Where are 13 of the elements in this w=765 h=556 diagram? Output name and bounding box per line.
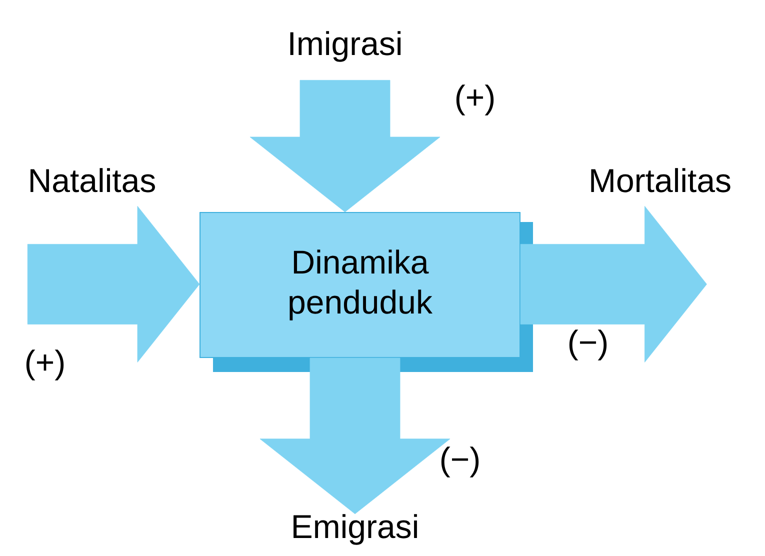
block-arrow — [520, 206, 707, 362]
edge-label: (−) — [441, 446, 479, 478]
label-text: Mortalitas — [591, 168, 730, 192]
process-box: Dinamika penduduk — [200, 212, 533, 372]
block-arrow — [260, 358, 450, 514]
block-arrow — [27, 206, 200, 362]
edge-label: (+) — [456, 84, 494, 116]
label-text: Natalitas — [30, 168, 155, 192]
edge-label: (−) — [569, 330, 607, 360]
block-arrow — [250, 80, 440, 212]
label-text: Emigrasi — [294, 514, 417, 545]
label-text: Imigrasi — [290, 31, 401, 62]
edge-label: (+) — [26, 350, 64, 380]
